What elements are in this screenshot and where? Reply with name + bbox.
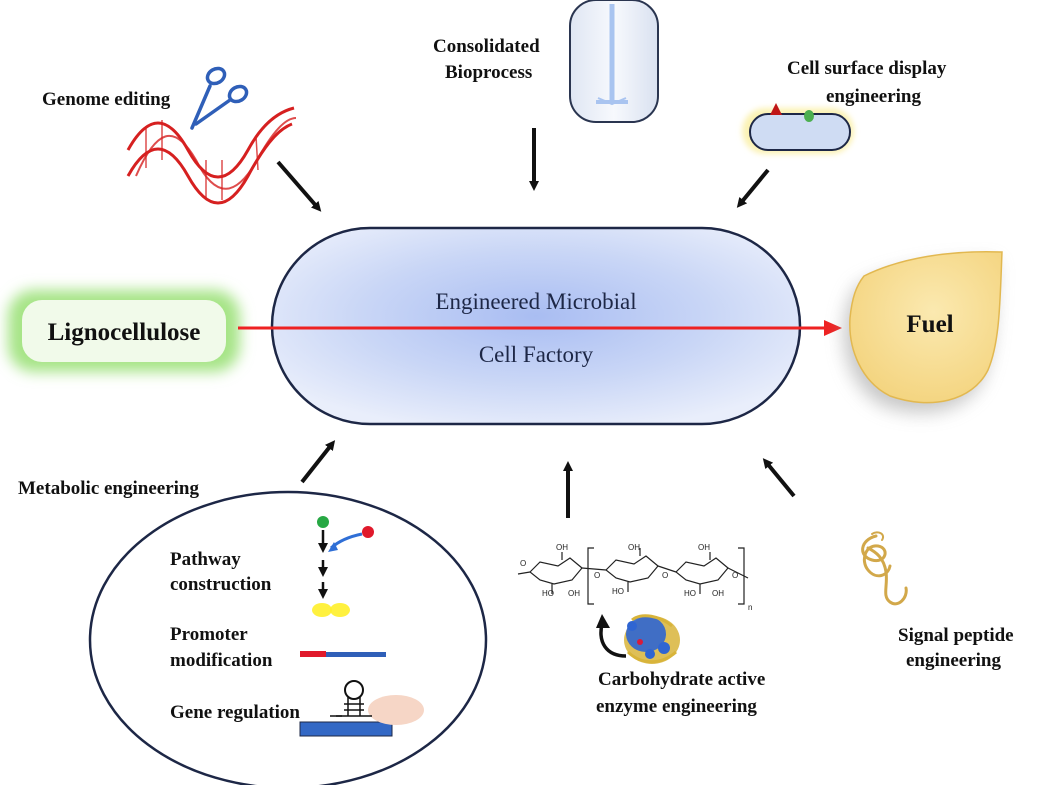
arrow-genome-editing: [276, 160, 322, 212]
cell-body: [270, 226, 802, 426]
pathway-icon: [312, 516, 374, 617]
arrow-signal-peptide: [762, 458, 796, 498]
chem-ho-2: HO: [612, 587, 624, 596]
chem-oh-4: OH: [698, 543, 710, 552]
cbp-label-line1: Consolidated: [433, 36, 540, 57]
cellulose-labels: OH HO OH O O OH HO O OH HO OH O n: [520, 543, 752, 612]
chem-ho-1: HO: [542, 589, 554, 598]
input-arrows: [276, 128, 796, 518]
surface-display-label-line2: engineering: [826, 86, 921, 107]
lignocellulose-node: Lignocellulose: [8, 290, 240, 372]
flow-arrow: [238, 320, 842, 336]
signal-peptide-group: Signal peptide engineering: [861, 531, 1014, 671]
genome-editing-label: Genome editing: [42, 89, 171, 110]
cell-title-line1: Engineered Microbial: [435, 289, 636, 314]
metabolic-ellipse: [88, 490, 488, 785]
chem-oh-1: OH: [556, 543, 568, 552]
arrow-surface-display: [736, 168, 770, 208]
fuel-label: Fuel: [906, 311, 953, 338]
signal-peptide-label-line1: Signal peptide: [898, 625, 1014, 646]
enzyme-protein-icon: [624, 614, 680, 664]
pathway-label-line1: Pathway: [170, 549, 241, 570]
promoter-dna-icon: [300, 651, 386, 657]
flow-arrow-head: [824, 320, 842, 336]
chem-n: n: [748, 603, 752, 612]
enzyme-action-arrow: [599, 623, 627, 658]
fuel-drop: [849, 250, 1003, 404]
chem-oh-5: OH: [712, 589, 724, 598]
genome-editing-group: Genome editing: [42, 66, 297, 205]
chem-ho-3: HO: [684, 589, 696, 598]
cell-factory: Engineered Microbial Cell Factory: [270, 226, 802, 426]
dna-helix-icon: [126, 106, 297, 205]
pathway-label-line2: construction: [170, 574, 272, 595]
chem-oh-3: OH: [628, 543, 640, 552]
lignocellulose-label: Lignocellulose: [48, 319, 201, 346]
cazyme-label-line1: Carbohydrate active: [598, 669, 765, 690]
scissors-icon: [190, 66, 249, 130]
chem-o-3: O: [662, 571, 668, 580]
chem-oh-2: OH: [568, 589, 580, 598]
chem-o-1: O: [520, 559, 526, 568]
cellulose-structure-icon: [517, 547, 749, 605]
enzyme-action-arrowhead: [596, 614, 610, 628]
lignocellulose-box: [22, 300, 226, 362]
arrow-metabolic: [300, 440, 336, 484]
bioreactor-icon: [569, 0, 659, 123]
surface-display-group: Cell surface display engineering: [742, 58, 947, 154]
cbp-label-line2: Bioprocess: [445, 62, 532, 83]
promoter-label-line1: Promoter: [170, 624, 248, 645]
metabolic-engineering-group: Metabolic engineering Pathway constructi…: [18, 478, 488, 785]
signal-peptide-icon: [861, 531, 908, 606]
display-protein-oval-icon: [804, 110, 814, 122]
cazyme-group: OH HO OH O O OH HO O OH HO OH O n Carboh…: [517, 543, 765, 717]
gene-regulation-label: Gene regulation: [170, 702, 300, 723]
promoter-label-line2: modification: [170, 650, 273, 671]
fuel-node: Fuel: [843, 250, 1003, 413]
chem-o-4: O: [732, 571, 738, 580]
signal-peptide-label-line2: engineering: [906, 650, 1001, 671]
cazyme-label-line2: enzyme engineering: [596, 696, 757, 717]
chem-o-2: O: [594, 571, 600, 580]
riboswitch-icon: [299, 680, 424, 737]
metabolic-label: Metabolic engineering: [18, 478, 199, 499]
surface-display-label-line1: Cell surface display: [787, 58, 947, 79]
cbp-group: Consolidated Bioprocess: [433, 0, 659, 123]
display-protein-triangle-icon: [770, 103, 782, 115]
bacterium-icon: [742, 103, 854, 154]
cell-title-line2: Cell Factory: [479, 342, 594, 367]
